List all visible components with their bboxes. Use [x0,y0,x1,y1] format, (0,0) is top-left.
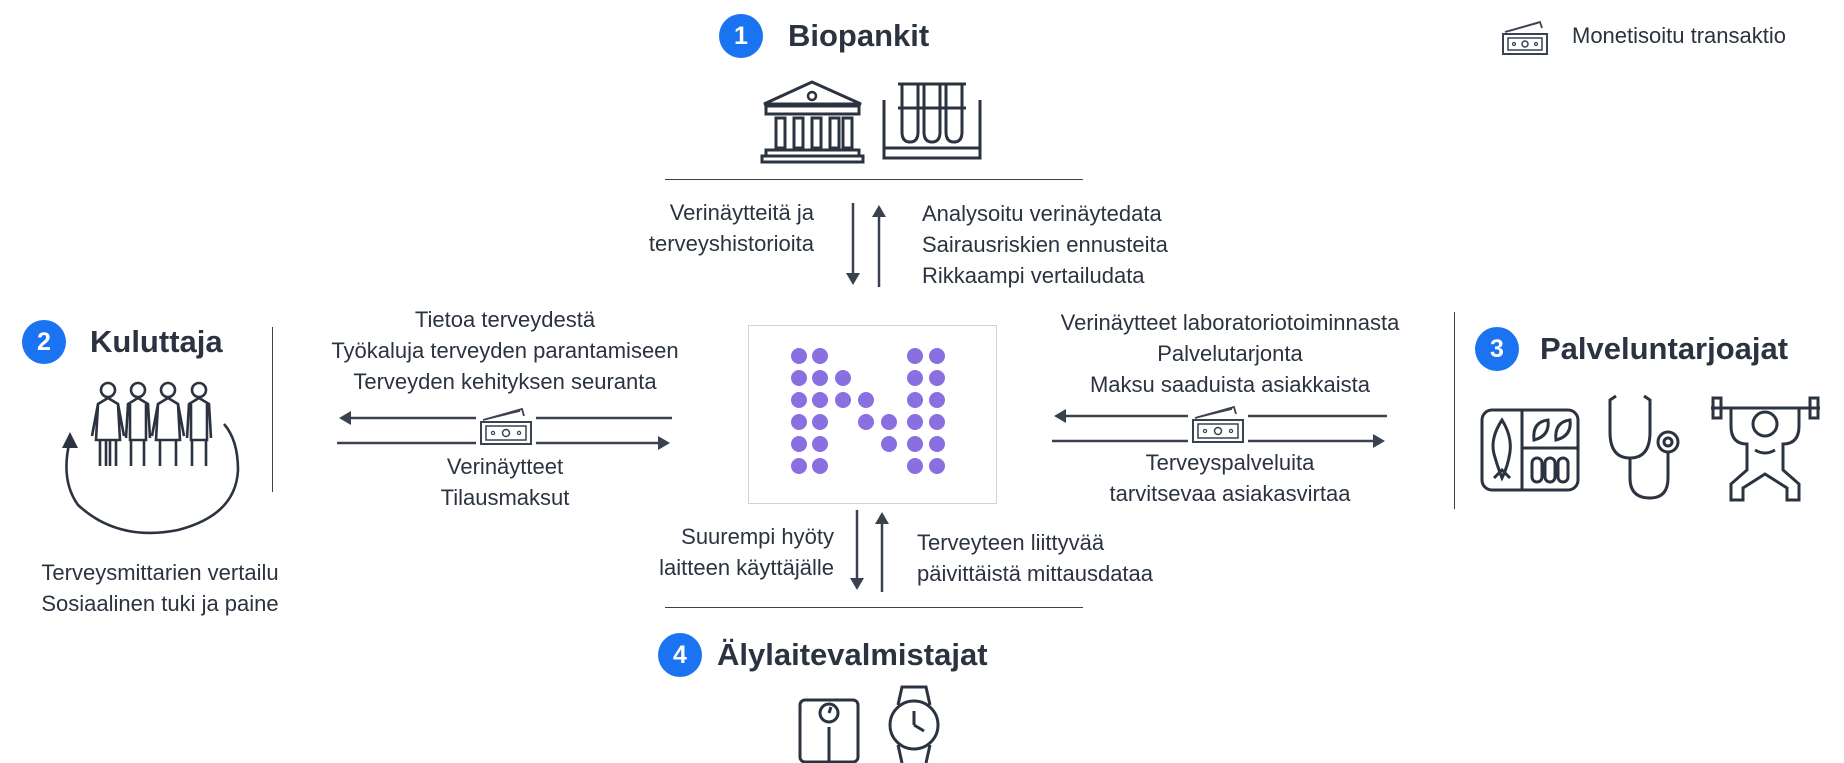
money-icon [1502,20,1548,55]
bathroom-scale-icon [798,698,860,763]
platform-logo-box [748,325,997,504]
node-title-biopankit: Biopankit [788,18,930,53]
arrow-down-biobank [846,203,860,285]
stethoscope-icon [1608,394,1680,500]
node-title-kuluttaja: Kuluttaja [90,324,223,359]
weightlifter-icon [1711,396,1820,502]
platform-logo [791,348,945,474]
node-number-badge: 3 [1475,327,1519,371]
people-group-icon [62,381,240,535]
meal-tray-icon [1480,408,1580,492]
biopankit-divider [665,179,1083,180]
kuluttaja-divider [272,327,273,492]
money-icon [1188,405,1248,446]
node-title-palveluntarjoajat: Palveluntarjoajat [1540,331,1789,366]
test-tubes-icon [882,82,982,160]
device-divider [665,607,1083,608]
money-icon [476,407,536,448]
bank-building-icon [760,80,865,164]
node-title-alylaitevalmistajat: Älylaitevalmistajat [717,637,988,672]
arrow-up-biobank [872,205,886,287]
node-number-badge: 1 [719,14,763,58]
wristwatch-icon [888,685,940,763]
legend-label: Monetisoitu transaktio [1572,23,1786,48]
arrow-down-device [850,510,864,590]
arrow-up-device [875,512,889,592]
node-number-badge: 4 [658,633,702,677]
palveluntarjoajat-divider [1454,312,1455,509]
node-number-badge: 2 [22,320,66,364]
